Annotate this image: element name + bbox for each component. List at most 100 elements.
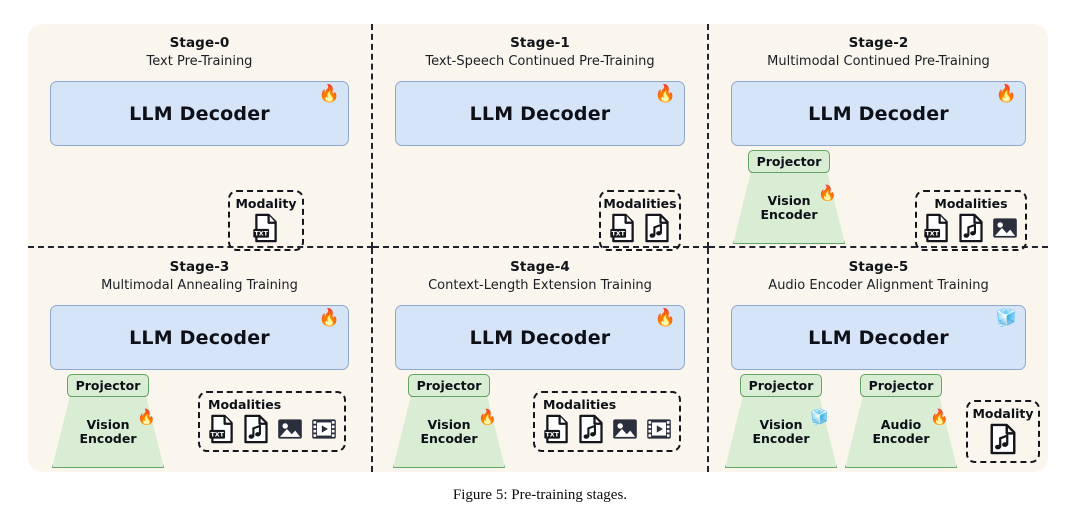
audio-file-icon xyxy=(990,423,1016,455)
projector-label: Projector xyxy=(416,378,482,393)
image-icon xyxy=(993,218,1017,238)
fire-icon: 🔥 xyxy=(818,184,837,202)
vision-encoder-box: Vision Encoder 🔥 xyxy=(733,172,845,244)
stage-panel-stage-1: Stage-1 Text-Speech Continued Pre-Traini… xyxy=(373,24,709,251)
text-file-icon: TXT xyxy=(610,213,634,243)
text-file-icon: TXT xyxy=(209,414,233,444)
encoder-label-line1: Vision xyxy=(427,416,471,432)
llm-decoder-label: LLM Decoder xyxy=(469,326,611,349)
fire-icon: 🔥 xyxy=(930,408,949,426)
encoder-label: Vision Encoder xyxy=(420,416,478,447)
modality-box: Modalities TXT xyxy=(533,391,681,452)
encoder-label-line1: Vision xyxy=(86,416,130,432)
llm-decoder-box: LLM Decoder 🔥 xyxy=(395,305,685,370)
llm-decoder-label: LLM Decoder xyxy=(808,102,949,125)
vision-encoder-stack: Projector Vision Encoder 🔥 xyxy=(52,374,164,468)
modality-box: Modalities TXT xyxy=(198,391,346,452)
modality-box: Modalities TXT xyxy=(915,190,1027,251)
projector-label: Projector xyxy=(868,378,934,393)
vision-encoder-box: Vision Encoder 🔥 xyxy=(52,396,164,468)
encoder-label: Vision Encoder xyxy=(79,416,137,447)
svg-text:TXT: TXT xyxy=(925,231,939,238)
llm-decoder-box: LLM Decoder 🧊 xyxy=(731,305,1026,370)
encoder-label-line2: Encoder xyxy=(752,431,810,446)
audio-file-icon xyxy=(645,213,669,243)
modality-box: Modalities TXT xyxy=(599,190,681,251)
llm-decoder-box: LLM Decoder 🔥 xyxy=(731,81,1026,146)
image-icon xyxy=(278,419,302,439)
projector-box: Projector xyxy=(740,374,822,397)
fire-icon: 🔥 xyxy=(654,308,676,328)
stage-subtitle: Audio Encoder Alignment Training xyxy=(768,278,989,293)
text-file-icon: TXT xyxy=(544,414,568,444)
encoder-label-line2: Encoder xyxy=(872,431,930,446)
stage-title: Stage-4 xyxy=(510,259,570,275)
pretraining-stages-canvas: Stage-0 Text Pre-Training LLM Decoder 🔥 … xyxy=(28,24,1048,472)
llm-decoder-label: LLM Decoder xyxy=(129,102,270,125)
modality-icon-list: TXT xyxy=(609,213,671,243)
stage-title: Stage-3 xyxy=(169,259,230,275)
stage-subtitle: Text Pre-Training xyxy=(146,54,253,69)
modality-box-title: Modalities xyxy=(208,397,282,412)
audio-file-icon xyxy=(579,414,603,444)
stage-subtitle: Multimodal Continued Pre-Training xyxy=(767,54,990,69)
modality-box-title: Modalities xyxy=(934,196,1008,211)
encoder-label: Vision Encoder xyxy=(760,192,817,223)
text-file-icon: TXT xyxy=(924,213,948,243)
fire-icon: 🔥 xyxy=(995,84,1017,104)
projector-label: Projector xyxy=(75,378,141,393)
encoder-shape xyxy=(733,172,845,244)
modality-box-title: Modalities xyxy=(543,397,617,412)
modality-box-title: Modality xyxy=(235,196,297,211)
modality-icon-list: TXT xyxy=(252,213,280,243)
encoder-label-line2: Encoder xyxy=(420,431,478,446)
modality-box: Modality xyxy=(966,400,1040,463)
encoder-label-line1: Audio xyxy=(880,416,922,432)
svg-text:TXT: TXT xyxy=(254,231,268,238)
fire-icon: 🔥 xyxy=(318,308,340,328)
stage-subtitle: Multimodal Annealing Training xyxy=(101,278,298,293)
encoder-label: Vision Encoder xyxy=(752,416,810,447)
ice-icon: 🧊 xyxy=(810,408,829,426)
llm-decoder-label: LLM Decoder xyxy=(469,102,611,125)
fire-icon: 🔥 xyxy=(654,84,676,104)
svg-text:TXT: TXT xyxy=(545,432,559,439)
figure-caption: Figure 5: Pre-training stages. xyxy=(452,487,628,503)
stage-subtitle: Text-Speech Continued Pre-Training xyxy=(425,54,655,69)
stage-title: Stage-2 xyxy=(848,35,909,51)
projector-label: Projector xyxy=(748,378,814,393)
stage-panel-stage-5: Stage-5 Audio Encoder Alignment Training… xyxy=(709,248,1048,472)
ice-icon: 🧊 xyxy=(995,308,1017,328)
encoder-shape xyxy=(52,396,164,468)
vision-encoder-stack: Projector Vision Encoder 🔥 xyxy=(393,374,505,468)
audio-encoder-stack: Projector Audio Encoder 🔥 xyxy=(845,374,957,468)
stage-title: Stage-5 xyxy=(848,259,909,275)
modality-icon-list: TXT xyxy=(208,414,338,444)
stage-title: Stage-1 xyxy=(510,35,570,51)
fire-icon: 🔥 xyxy=(137,408,156,426)
audio-file-icon xyxy=(959,213,983,243)
vision-encoder-box: Vision Encoder 🧊 xyxy=(725,396,837,468)
svg-text:TXT: TXT xyxy=(611,231,625,238)
modality-icon-list: TXT xyxy=(923,213,1019,243)
encoder-label-line2: Encoder xyxy=(79,431,137,446)
svg-text:TXT: TXT xyxy=(210,432,224,439)
llm-decoder-box: LLM Decoder 🔥 xyxy=(50,81,349,146)
vision-encoder-stack: Projector Vision Encoder 🔥 xyxy=(733,150,845,244)
vision-encoder-box: Vision Encoder 🔥 xyxy=(393,396,505,468)
modality-box-title: Modalities xyxy=(603,196,677,211)
llm-decoder-box: LLM Decoder 🔥 xyxy=(395,81,685,146)
llm-decoder-label: LLM Decoder xyxy=(808,326,949,349)
stage-panel-stage-4: Stage-4 Context-Length Extension Trainin… xyxy=(373,248,709,472)
encoder-label-line1: Vision xyxy=(767,192,811,208)
video-icon xyxy=(312,419,336,439)
projector-box: Projector xyxy=(860,374,942,397)
modality-icon-list: TXT xyxy=(543,414,673,444)
stage-panel-stage-2: Stage-2 Multimodal Continued Pre-Trainin… xyxy=(709,24,1048,251)
encoder-label-line1: Vision xyxy=(759,416,803,432)
projector-label: Projector xyxy=(756,154,822,169)
fire-icon: 🔥 xyxy=(318,84,340,104)
encoder-label: Audio Encoder xyxy=(872,416,930,447)
llm-decoder-label: LLM Decoder xyxy=(129,326,270,349)
